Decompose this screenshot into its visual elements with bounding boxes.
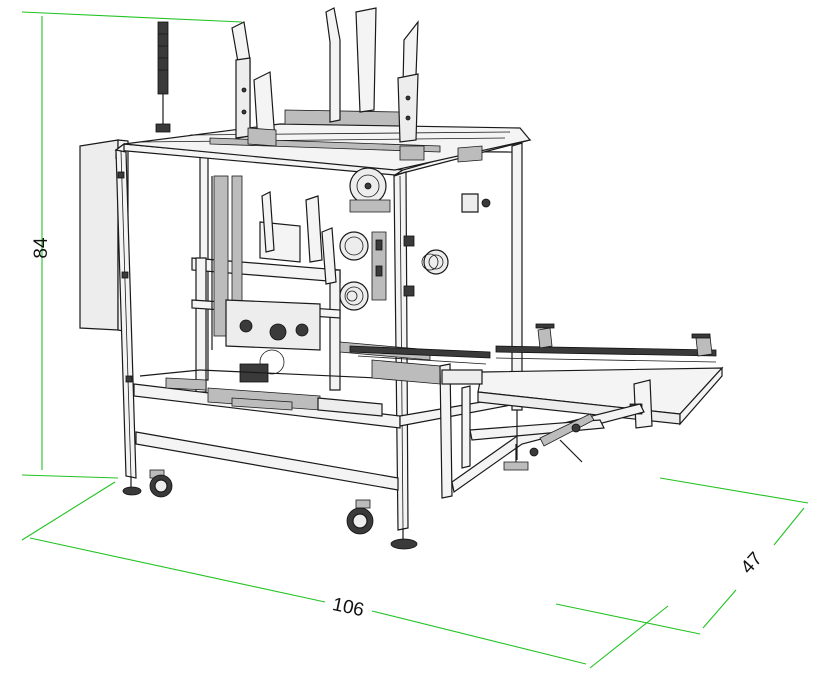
height-dimension-label: 84 bbox=[31, 237, 52, 259]
handwheels bbox=[346, 253, 439, 302]
depth-dimension-label: 47 bbox=[737, 548, 767, 578]
dimension-lines bbox=[21, 11, 809, 669]
width-dimension-label: 106 bbox=[330, 594, 365, 621]
magazine-guides bbox=[231, 7, 483, 163]
top-frame bbox=[114, 109, 532, 176]
forming-mechanism bbox=[191, 167, 491, 393]
signal-tower-light bbox=[155, 21, 171, 133]
lower-frame bbox=[133, 341, 517, 491]
casters bbox=[149, 469, 374, 535]
front-left-post bbox=[115, 149, 137, 479]
leveling-feet bbox=[122, 410, 518, 550]
outfeed-conveyor bbox=[349, 323, 724, 499]
